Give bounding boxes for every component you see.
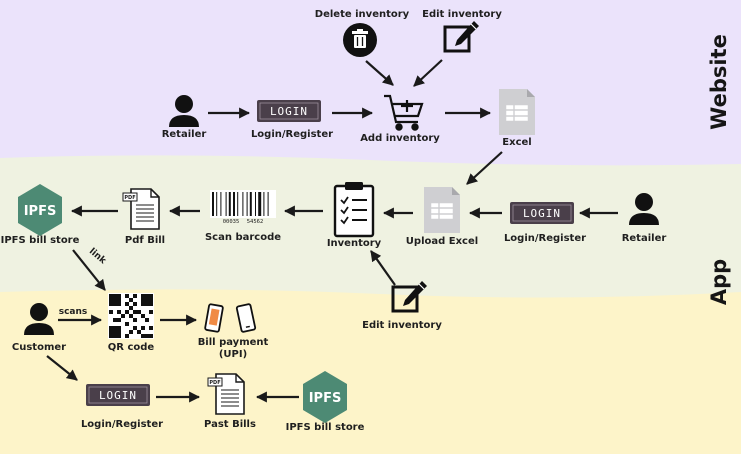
website-arrows xyxy=(208,59,503,185)
qr-code-label: QR code xyxy=(108,342,155,353)
svg-text:LOGIN: LOGIN xyxy=(523,207,561,220)
login-icon-customer: LOGIN xyxy=(85,383,151,407)
delete-inventory-label: Delete inventory xyxy=(315,9,410,20)
barcode-icon: 00035 54562 xyxy=(210,190,276,225)
app-arrows xyxy=(70,205,618,291)
login-register-label: Login/Register xyxy=(251,129,333,140)
login-register-label-customer: Login/Register xyxy=(81,419,163,430)
svg-text:LOGIN: LOGIN xyxy=(270,105,308,118)
trash-icon xyxy=(343,23,377,57)
upload-excel-icon xyxy=(423,186,461,234)
svg-text:54562: 54562 xyxy=(247,219,264,225)
ipfs-icon: IPFS xyxy=(18,184,62,236)
customer-label: Customer xyxy=(12,342,66,353)
pdf-icon: PDF xyxy=(122,188,160,230)
ipfs-icon-customer: IPFS xyxy=(303,371,347,423)
excel-label: Excel xyxy=(502,137,531,148)
retailer-label-app: Retailer xyxy=(622,233,667,244)
bill-payment-label: Bill payment xyxy=(198,337,269,348)
bill-payment-upi-label: (UPI) xyxy=(219,349,247,360)
customer-arrows xyxy=(46,314,299,403)
phone-icon-2 xyxy=(235,303,257,333)
login-icon: LOGIN xyxy=(256,99,322,123)
ipfs-bill-store-label: IPFS bill store xyxy=(1,235,80,246)
login-icon-app: LOGIN xyxy=(509,201,575,225)
past-bills-icon: PDF xyxy=(207,373,245,415)
edit-inventory-label: Edit inventory xyxy=(422,9,502,20)
ipfs-bill-store-label-customer: IPFS bill store xyxy=(286,422,365,433)
excel-icon xyxy=(498,88,536,136)
scan-barcode-label: Scan barcode xyxy=(205,232,281,243)
svg-text:00035: 00035 xyxy=(223,219,240,225)
website-band-title: Website xyxy=(707,34,731,130)
qr-code-icon xyxy=(108,293,154,339)
retailer-label: Retailer xyxy=(162,129,207,140)
svg-text:IPFS: IPFS xyxy=(24,204,57,219)
inventory-label: Inventory xyxy=(327,238,382,249)
edit-inventory-label-app: Edit inventory xyxy=(362,320,442,331)
login-register-label-app: Login/Register xyxy=(504,233,586,244)
upload-excel-label: Upload Excel xyxy=(406,236,478,247)
cart-icon xyxy=(384,94,424,131)
add-inventory-label: Add inventory xyxy=(360,133,440,144)
past-bills-label: Past Bills xyxy=(204,419,256,430)
app-band-title: App xyxy=(707,259,731,305)
pdf-bill-label: Pdf Bill xyxy=(125,235,165,246)
svg-text:LOGIN: LOGIN xyxy=(99,389,137,402)
svg-text:IPFS: IPFS xyxy=(309,391,342,406)
svg-text:PDF: PDF xyxy=(209,380,220,386)
clipboard-icon xyxy=(333,182,375,238)
scans-label: scans xyxy=(59,307,88,317)
svg-text:PDF: PDF xyxy=(124,195,135,201)
phone-icon xyxy=(204,303,224,333)
